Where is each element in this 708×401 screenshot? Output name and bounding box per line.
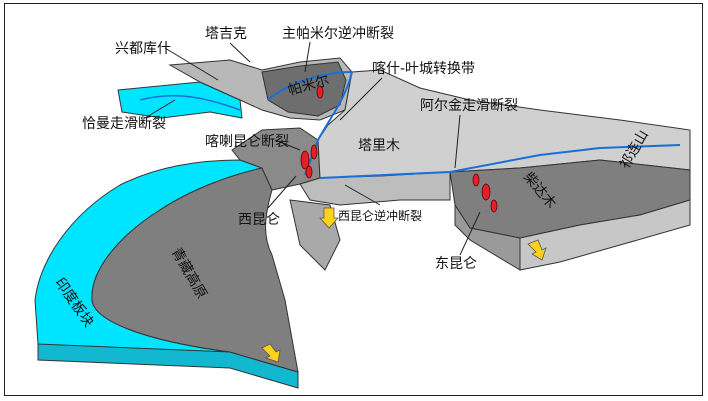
westkunlun-magma [300,144,318,179]
qilian-front [519,199,691,271]
label-xingdukushi: 兴都库什 [115,41,171,57]
label-xikunlun-fault: 西昆仑逆冲断裂 [338,208,422,223]
arrow-icon-india [261,343,281,363]
altun-fault-line [319,144,681,179]
label-kashi-yecheng: 喀什-叶城转换带 [372,60,475,77]
main-pamir-thrust-line [267,71,353,101]
kashi-transfer-line [304,71,353,176]
arrow-icon-west-kunlun [319,207,339,229]
label-kalakunlun: 喀喇昆仑断裂 [205,134,289,150]
label-qiaman: 恰曼走滑断裂 [82,115,166,132]
label-dongkunlun: 东昆仑 [435,256,477,272]
label-zhupamier-fault: 主帕米尔逆冲断裂 [282,26,394,42]
arrow-icon-east [527,239,547,261]
label-tajike: 塔吉克 [205,26,247,42]
label-xikunlun: 西昆仑 [238,212,280,228]
pamir-magma [316,85,324,99]
leader-lines [144,41,481,256]
eastkunlun-magma [472,173,498,213]
qiaman-fault-line [139,94,241,111]
label-talimu: 塔里木 [358,138,400,154]
label-altun: 阿尔金走滑断裂 [420,97,518,114]
